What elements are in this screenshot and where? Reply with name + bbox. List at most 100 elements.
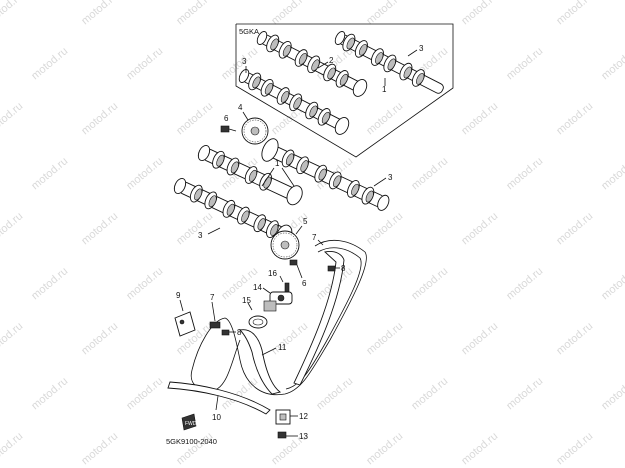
- watermark-text: motod.ru: [29, 265, 70, 302]
- watermark-text: motod.ru: [409, 375, 450, 412]
- callout-12: 12: [299, 412, 308, 421]
- chain-tensioner: [263, 291, 293, 312]
- callout-10: 10: [212, 413, 221, 422]
- callout-6-lower: 6: [302, 279, 307, 288]
- watermark-text: motod.ru: [364, 210, 405, 247]
- guide-bolt-left-8: [221, 329, 230, 336]
- watermark-text: motod.ru: [124, 155, 165, 192]
- watermark-text: motod.ru: [459, 100, 500, 137]
- watermark-text: motod.ru: [29, 375, 70, 412]
- watermark-text: motod.ru: [409, 155, 450, 192]
- watermark-text: motod.ru: [554, 320, 595, 357]
- watermark-text: motod.ru: [0, 100, 25, 137]
- tensioner-gasket: [248, 315, 268, 329]
- watermark-text: motod.ru: [599, 375, 625, 412]
- bolt-16: [284, 282, 290, 294]
- watermark-text: motod.ru: [364, 0, 405, 27]
- callout-11: 11: [278, 343, 287, 352]
- inset-panel: 5GKA: [235, 23, 454, 158]
- callout-13: 13: [299, 432, 308, 441]
- callout-3-inset-top: 3: [419, 44, 424, 53]
- callout-1-main: 1: [275, 159, 280, 168]
- inset-camshaft-lower: [238, 69, 350, 135]
- watermark-text: motod.ru: [599, 45, 625, 82]
- callout-4: 4: [238, 103, 243, 112]
- callout-8-right: 8: [341, 264, 346, 273]
- inset-camshaft-upper: [334, 31, 444, 94]
- guide-bolt-right: [327, 265, 336, 272]
- callout-5: 5: [303, 217, 308, 226]
- bracket-9: [174, 311, 196, 337]
- callout-1-inset: 1: [382, 85, 387, 94]
- watermark-text: motod.ru: [79, 320, 120, 357]
- watermark-text: motod.ru: [79, 100, 120, 137]
- callout-9: 9: [176, 291, 181, 300]
- watermark-text: motod.ru: [79, 210, 120, 247]
- watermark-text: motod.ru: [174, 100, 215, 137]
- callout-16: 16: [268, 269, 277, 278]
- callout-7-right: 7: [312, 233, 317, 242]
- watermark-text: motod.ru: [459, 210, 500, 247]
- bolt-13: [277, 431, 287, 439]
- reference-code: 5GK9100-2040: [166, 437, 217, 446]
- tensioner-guide: [239, 329, 282, 395]
- watermark-text: motod.ru: [599, 265, 625, 302]
- watermark-text: motod.ru: [554, 430, 595, 467]
- watermark-text: motod.ru: [0, 430, 25, 467]
- callout-14: 14: [253, 283, 262, 292]
- callout-3-main-left: 3: [198, 231, 203, 240]
- callout-3-main-right: 3: [388, 173, 393, 182]
- inset-panel-label: 5GKA: [239, 27, 259, 36]
- watermark-text: motod.ru: [409, 265, 450, 302]
- watermark-text: motod.ru: [554, 0, 595, 27]
- svg-text:FWD: FWD: [185, 421, 197, 427]
- callout-8-left: 8: [237, 328, 242, 337]
- watermark-text: motod.ru: [29, 45, 70, 82]
- chain-guide-lower: [167, 381, 271, 415]
- watermark-text: motod.ru: [124, 375, 165, 412]
- watermark-text: motod.ru: [0, 0, 25, 27]
- watermark-text: motod.ru: [504, 45, 545, 82]
- cam-sprocket-upper: [241, 117, 269, 145]
- reference-marker-icon: FWD: [181, 413, 197, 431]
- watermark-text: motod.ru: [459, 430, 500, 467]
- watermark-text: motod.ru: [174, 210, 215, 247]
- camshaft-main-right: [261, 138, 390, 211]
- watermark-text: motod.ru: [269, 320, 310, 357]
- watermark-text: motod.ru: [554, 210, 595, 247]
- inset-camshaft-middle: [256, 31, 368, 97]
- watermark-text: motod.ru: [504, 155, 545, 192]
- guide-stopper-12: [275, 409, 291, 425]
- watermark-text: motod.ru: [174, 0, 215, 27]
- chain-guide-right: [293, 251, 345, 386]
- watermark-text: motod.ru: [79, 0, 120, 27]
- watermark-text: motod.ru: [459, 0, 500, 27]
- watermark-text: motod.ru: [124, 45, 165, 82]
- watermark-text: motod.ru: [174, 430, 215, 467]
- guide-bolt-left: [209, 321, 221, 329]
- watermark-text: motod.ru: [459, 320, 500, 357]
- callout-2-inset: 2: [329, 56, 334, 65]
- sprocket-bolt-lower: [289, 259, 298, 266]
- watermark-text: motod.ru: [364, 320, 405, 357]
- watermark-text: motod.ru: [504, 265, 545, 302]
- watermark-text: motod.ru: [364, 100, 405, 137]
- watermark-text: motod.ru: [364, 430, 405, 467]
- watermark-text: motod.ru: [599, 155, 625, 192]
- watermark-text: motod.ru: [79, 430, 120, 467]
- sprocket-bolt-upper: [220, 125, 237, 133]
- callout-3-inset-left: 3: [242, 57, 247, 66]
- callout-6-bolt: 6: [224, 114, 229, 123]
- watermark-text: motod.ru: [269, 0, 310, 27]
- watermark-text: motod.ru: [504, 375, 545, 412]
- watermark-text: motod.ru: [0, 210, 25, 247]
- callout-7-left: 7: [210, 293, 215, 302]
- camshaft-main-upper-left: [197, 144, 303, 206]
- cam-sprocket-lower: [270, 230, 300, 260]
- watermark-text: motod.ru: [0, 320, 25, 357]
- watermark-text: motod.ru: [314, 375, 355, 412]
- watermark-text: motod.ru: [554, 100, 595, 137]
- watermark-text: motod.ru: [124, 265, 165, 302]
- watermark-text: motod.ru: [29, 155, 70, 192]
